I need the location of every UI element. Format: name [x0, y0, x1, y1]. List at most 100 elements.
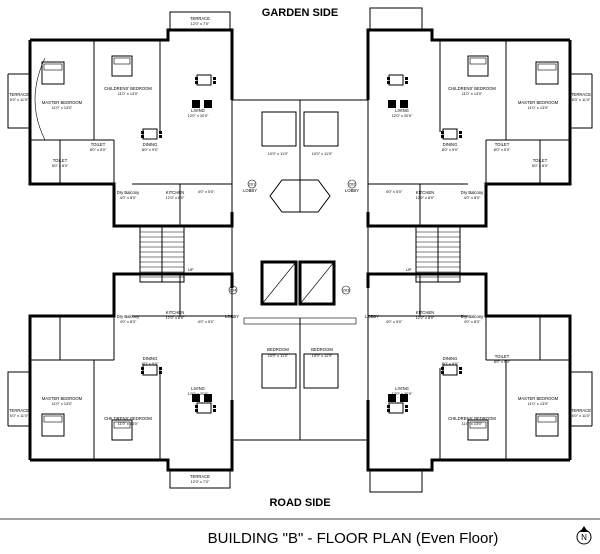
- tl-children-dim: 11'0" x 13'0": [118, 92, 139, 96]
- tl-living-dim: 12'0" x 20'0": [188, 114, 209, 118]
- br-terrace-name: TERRACE: [571, 408, 591, 413]
- tl-master-dim: 11'0" x 13'0": [52, 106, 73, 110]
- tr-terrace-name: TERRACE: [571, 92, 591, 97]
- tl-dining-dim: 8'0" x 9'0": [142, 148, 159, 152]
- tr-master-name: MASTER BEDROOM: [518, 100, 559, 105]
- br-dining-dim: 8'0" x 9'0": [442, 362, 459, 366]
- br-master-dim: 11'0" x 13'0": [528, 402, 549, 406]
- br-terrace-dim: 5'0" x 11'0": [572, 414, 591, 418]
- tl-children-name: CHILDRENS' BEDROOM: [104, 86, 152, 91]
- flat-bottom-right: [366, 272, 593, 493]
- bl-children-name: CHILDRENS' BEDROOM: [104, 416, 152, 421]
- bl-master-dim: 11'0" x 13'0": [52, 402, 73, 406]
- bot-bed-l-name: BEDROOM: [267, 347, 289, 352]
- flat-number-204: 204: [230, 288, 237, 293]
- bl-children-dim: 11'0" x 13'0": [118, 422, 139, 426]
- tr-foyer-dim: 4'0" x 5'0": [386, 190, 403, 194]
- north-arrow-icon: N: [576, 526, 592, 545]
- dining-table-tl: [141, 128, 162, 140]
- bl-living-name: LIVING: [191, 386, 205, 391]
- tl-toilet-a-dim: 8'0" x 5'0": [90, 148, 107, 152]
- svg-text:N: N: [581, 533, 587, 542]
- sofa-tl: [192, 100, 212, 108]
- tl-foyer-dim: 4'0" x 5'0": [198, 190, 215, 194]
- tl-master-name: MASTER BEDROOM: [42, 100, 83, 105]
- tl-terrace-top-dim: 12'0" x 7'0": [191, 22, 210, 26]
- bl-terrace-bot-dim: 12'0" x 7'0": [191, 480, 210, 484]
- tr-toilet-b-name: TOILET: [533, 158, 548, 163]
- tl-terrace-side-dim: 5'0" x 11'0": [10, 98, 29, 102]
- bot-bed-l-dim: 10'0" x 11'0": [268, 354, 289, 358]
- bed-tl-master: [41, 61, 65, 85]
- bl-dry-dim: 4'0" x 8'0": [120, 320, 137, 324]
- bed-tr-master: [535, 61, 559, 85]
- dining-table-bl: [141, 364, 162, 376]
- tl-dining-name: DINING: [143, 142, 158, 147]
- tr-kitchen-dim: 12'0" x 8'0": [416, 196, 435, 200]
- bed-bl-master: [41, 413, 65, 437]
- central-core: [231, 99, 369, 441]
- br-dry-dim: 4'0" x 8'0": [464, 320, 481, 324]
- tl-dry-name: Dry Balcony: [117, 190, 140, 195]
- tr-dry-dim: 4'0" x 8'0": [464, 196, 481, 200]
- tr-dining-name: DINING: [443, 142, 458, 147]
- tr-dry-name: Dry Balcony: [461, 190, 484, 195]
- tl-terrace-top-name: TERRACE: [190, 16, 210, 21]
- dining-table-br: [441, 364, 462, 376]
- flat-number-203: 203: [343, 288, 350, 293]
- flat-bottom-left: [7, 272, 234, 489]
- tl-living-name: LIVING: [191, 108, 205, 113]
- plan-title: BUILDING "B" - FLOOR PLAN (Even Floor): [208, 530, 499, 547]
- bl-foyer-dim: 4'0" x 5'0": [198, 320, 215, 324]
- sofa-tr: [388, 100, 408, 108]
- lift-shaft-right: [298, 260, 336, 306]
- tl-kitchen-name: KITCHEN: [166, 190, 184, 195]
- br-master-name: MASTER BEDROOM: [518, 396, 559, 401]
- bl-living-dim: 12'0" x 20'0": [188, 392, 209, 396]
- bot-bed-r-dim: 10'0" x 11'0": [312, 354, 333, 358]
- br-foyer-dim: 4'0" x 5'0": [386, 320, 403, 324]
- br-children-name: CHILDRENS' BEDROOM: [448, 416, 496, 421]
- bl-master-name: MASTER BEDROOM: [42, 396, 83, 401]
- top-bed-l-dim: 10'0" x 11'0": [268, 152, 289, 156]
- bl-terrace-side-name: TERRACE: [9, 408, 29, 413]
- bl-kitchen-name: KITCHEN: [166, 310, 184, 315]
- center-table-bl: [195, 402, 216, 414]
- tl-toilet-b-name: TOILET: [53, 158, 68, 163]
- bed-bl-children: [111, 419, 133, 441]
- bed-tr-children: [467, 55, 489, 77]
- br-living-name: LIVING: [395, 386, 409, 391]
- road-side-label: ROAD SIDE: [269, 497, 330, 509]
- tr-children-name: CHILDRENS' BEDROOM: [448, 86, 496, 91]
- br-toilet-dim: 8'0" x 5'0": [494, 360, 511, 364]
- tr-terrace-dim: 5'0" x 11'0": [572, 98, 591, 102]
- br-dining-name: DINING: [443, 356, 458, 361]
- bed-tl-children: [111, 55, 133, 77]
- flat-number-202: 202: [349, 182, 356, 187]
- bl-kitchen-dim: 12'0" x 8'0": [166, 316, 185, 320]
- br-kitchen-dim: 12'0" x 8'0": [416, 316, 435, 320]
- sofa-bl: [192, 394, 212, 402]
- top-bed-r-dim: 10'0" x 11'0": [312, 152, 333, 156]
- tl-toilet-a-name: TOILET: [91, 142, 106, 147]
- tr-children-dim: 11'0" x 13'0": [462, 92, 483, 96]
- tl-toilet-b-dim: 5'0" x 8'0": [52, 164, 69, 168]
- bot-bed-r-name: BEDROOM: [311, 347, 333, 352]
- garden-side-label: GARDEN SIDE: [262, 7, 338, 19]
- center-table-tr: [387, 74, 408, 86]
- lobby-top-l: LOBBY: [243, 188, 257, 193]
- tr-living-name: LIVING: [395, 108, 409, 113]
- lobby-top-r: LOBBY: [345, 188, 359, 193]
- sofa-br: [388, 394, 408, 402]
- bl-dining-name: DINING: [143, 356, 158, 361]
- furniture: [41, 55, 559, 441]
- tr-dining-dim: 8'0" x 9'0": [442, 148, 459, 152]
- bed-br-children: [467, 419, 489, 441]
- bed-br-master: [535, 413, 559, 437]
- flat-number-201: 201: [249, 182, 256, 187]
- flat-top-right: [366, 7, 593, 228]
- tr-living-dim: 12'0" x 20'0": [392, 114, 413, 118]
- tr-kitchen-name: KITCHEN: [416, 190, 434, 195]
- lobby-bot-l: LOBBY: [225, 314, 239, 319]
